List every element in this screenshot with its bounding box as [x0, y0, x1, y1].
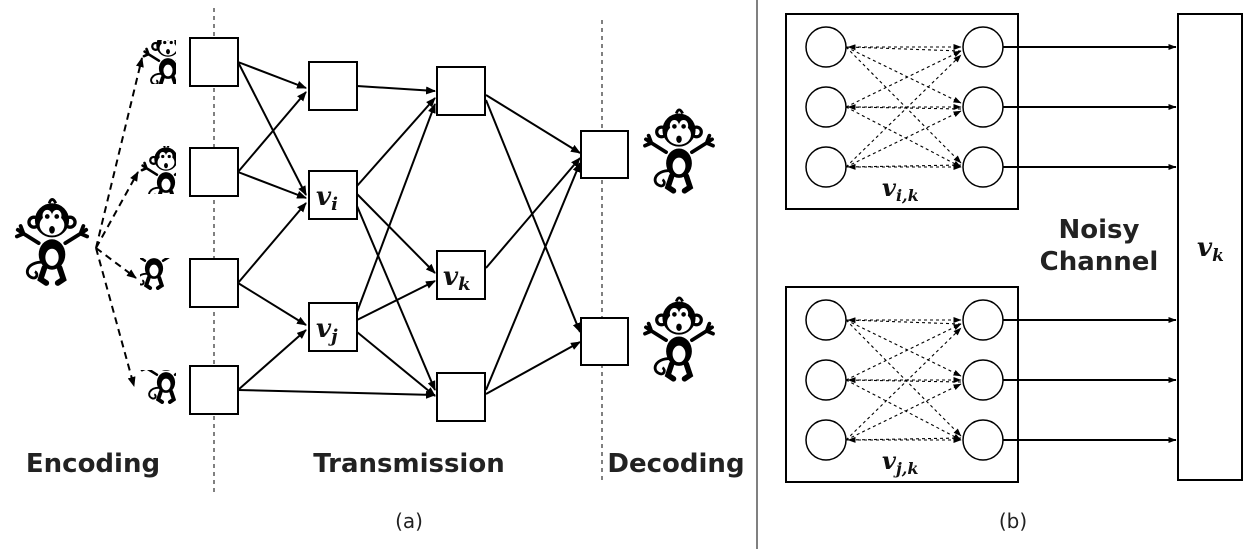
neuron — [805, 146, 847, 188]
monkey-icon — [645, 298, 713, 379]
block-vik-network — [845, 44, 962, 170]
neuron — [962, 26, 1004, 68]
noisy-channel-label: Noisy — [1059, 215, 1140, 245]
receiver-vk — [1177, 13, 1243, 481]
encoding-arrows — [95, 57, 144, 387]
panel-a: vi vj vk Encoding Transmission Decoding … — [17, 8, 745, 533]
monkey-icon — [17, 199, 87, 283]
channel-arrows — [1003, 44, 1177, 443]
neuron — [962, 359, 1004, 401]
neuron — [805, 359, 847, 401]
receiver-vk-label: vk — [1197, 233, 1224, 266]
monkey-icon — [141, 40, 176, 84]
relay-node-vk — [436, 250, 486, 300]
relay-node-vi — [308, 170, 358, 220]
decoder-node — [580, 317, 629, 366]
node-label-vi: vi — [316, 182, 338, 215]
relay-node — [436, 66, 486, 116]
monkey-icon — [140, 146, 176, 194]
neuron — [962, 86, 1004, 128]
neuron — [962, 419, 1004, 461]
noisy-channel-label-line2: Channel — [1040, 247, 1159, 277]
node-label-vj: vj — [316, 314, 338, 347]
relay-node — [308, 61, 358, 111]
block-vjk-network — [845, 317, 962, 443]
stage-label-decoding: Decoding — [607, 449, 744, 479]
caption-a: (a) — [395, 509, 423, 533]
neuron — [962, 146, 1004, 188]
transmission-edges — [237, 61, 581, 399]
block-vik-label: vi,k — [882, 173, 919, 205]
stage-label-transmission: Transmission — [313, 449, 504, 479]
panel-b: vi,k vj,k — [785, 13, 1243, 533]
neuron — [805, 26, 847, 68]
caption-b: (b) — [999, 509, 1027, 533]
encoder-node — [189, 258, 239, 308]
node-label-vk: vk — [443, 262, 471, 295]
neuron — [805, 419, 847, 461]
neuron — [962, 299, 1004, 341]
relay-node — [436, 372, 486, 422]
stage-label-encoding: Encoding — [26, 449, 160, 479]
neuron — [805, 299, 847, 341]
decoder-node — [580, 130, 629, 179]
encoder-node — [189, 365, 239, 415]
monkey-icon — [140, 258, 176, 290]
monkey-icon — [645, 110, 713, 191]
relay-node-vj — [308, 302, 358, 352]
encoder-node — [189, 37, 239, 87]
block-vjk-label: vj,k — [882, 446, 918, 478]
monkey-icon — [140, 370, 176, 404]
encoder-node — [189, 147, 239, 197]
neuron — [805, 86, 847, 128]
